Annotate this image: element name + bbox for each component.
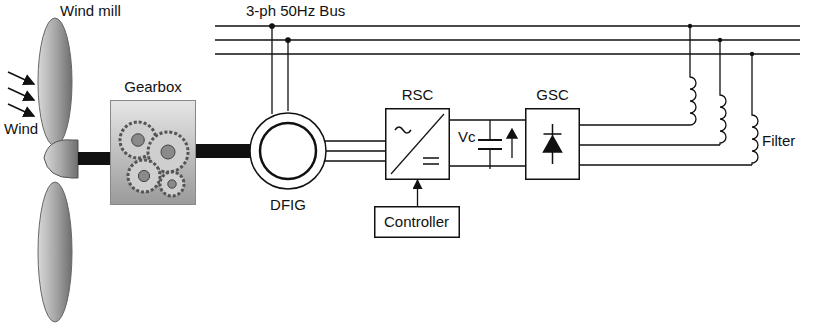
connector <box>450 120 525 166</box>
controller-box: Controller <box>374 206 460 238</box>
node-label: DFIG <box>270 196 306 213</box>
wind-mill <box>38 18 110 322</box>
bus-label: 3-ph 50Hz Bus <box>246 2 345 19</box>
grid-side-converter: GSC <box>525 108 580 180</box>
stator-wires <box>270 24 290 114</box>
filter-label: Filter <box>762 132 795 149</box>
node-label: GSC <box>536 86 569 103</box>
dc-link-capacitor <box>478 120 517 169</box>
connector <box>417 180 418 206</box>
bus-lines <box>215 26 800 54</box>
voltage-label: Vc <box>458 128 476 145</box>
connector <box>324 141 385 161</box>
rotor-side-converter: RSC <box>385 108 450 180</box>
gsc-shape <box>525 108 580 180</box>
connector <box>196 144 251 158</box>
windmill-label: Wind mill <box>60 2 121 19</box>
dfig-machine: DFIG <box>248 111 328 191</box>
node-label: RSC <box>402 86 434 103</box>
node-label: Controller <box>384 213 450 230</box>
node-label: Gearbox <box>124 78 182 95</box>
gearbox-shape <box>110 100 196 205</box>
rsc-shape <box>385 108 450 180</box>
filter-inductors <box>580 24 758 165</box>
gearbox: Gearbox <box>110 100 196 205</box>
wind-label: Wind <box>4 120 38 137</box>
wind-arrows <box>8 72 34 116</box>
circle-shape <box>248 111 328 191</box>
